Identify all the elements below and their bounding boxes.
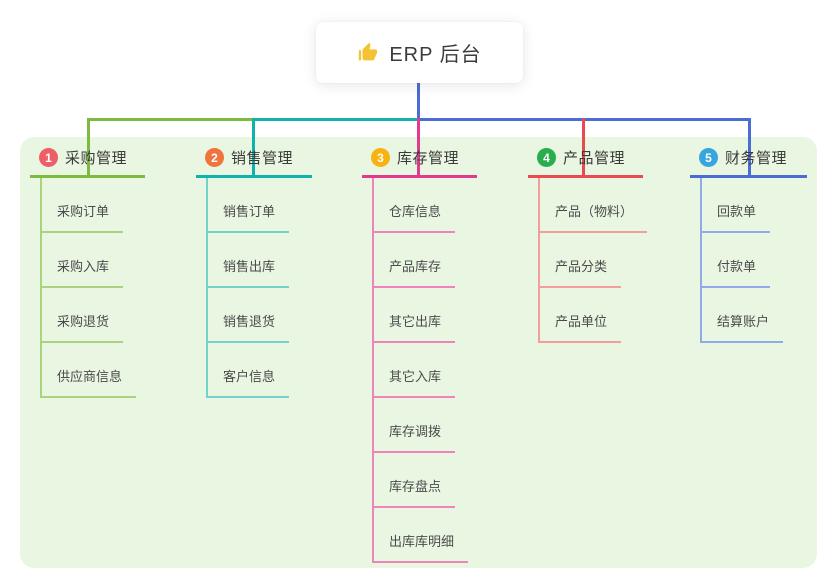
child-row: 采购退货	[30, 288, 145, 343]
branch-title: 产品管理	[563, 150, 626, 167]
child-row: 其它入库	[362, 343, 477, 398]
mindmap-child-node[interactable]: 产品库存	[372, 256, 456, 288]
branch-header-purchase[interactable]: 1 采购管理	[30, 140, 145, 178]
mindmap-child-node[interactable]: 销售退货	[206, 311, 290, 343]
child-row: 结算账户	[690, 288, 807, 343]
branch-title: 库存管理	[397, 150, 460, 167]
child-row: 库存调拨	[362, 398, 477, 453]
mindmap-child-node[interactable]: 销售出库	[206, 256, 290, 288]
branch-spine	[40, 178, 42, 398]
root-node-label: ERP 后台	[389, 44, 482, 66]
mindmap-child-node[interactable]: 库存调拨	[372, 421, 456, 453]
branch-children: 采购订单 采购入库 采购退货 供应商信息	[30, 178, 145, 398]
child-row: 回款单	[690, 178, 807, 233]
mindmap-child-node[interactable]: 库存盘点	[372, 476, 456, 508]
mindmap-child-node[interactable]: 销售订单	[206, 201, 290, 233]
root-connector-line	[417, 83, 420, 121]
mindmap-child-node[interactable]: 供应商信息	[40, 366, 137, 398]
child-row: 仓库信息	[362, 178, 477, 233]
child-row: 采购订单	[30, 178, 145, 233]
branch-header-sales[interactable]: 2 销售管理	[196, 140, 312, 178]
child-row: 客户信息	[196, 343, 312, 398]
badge-5: 5	[699, 148, 718, 167]
branch-inventory: 3 库存管理 仓库信息 产品库存 其它出库 其它入库 库存调拨 库存盘点 出库库…	[362, 140, 477, 563]
child-row: 产品分类	[528, 233, 643, 288]
branch-children: 仓库信息 产品库存 其它出库 其它入库 库存调拨 库存盘点 出库库明细	[362, 178, 477, 563]
branch-spine	[206, 178, 208, 398]
mindmap-child-node[interactable]: 其它出库	[372, 311, 456, 343]
child-row: 销售出库	[196, 233, 312, 288]
branches-panel	[20, 137, 817, 568]
child-row: 产品库存	[362, 233, 477, 288]
mindmap-child-node[interactable]: 其它入库	[372, 366, 456, 398]
thumbs-up-icon	[359, 42, 378, 60]
mindmap-child-node[interactable]: 出库库明细	[372, 531, 469, 563]
child-row: 采购入库	[30, 233, 145, 288]
drop-line-finance	[748, 118, 751, 178]
child-row: 销售退货	[196, 288, 312, 343]
mindmap-child-node[interactable]: 仓库信息	[372, 201, 456, 233]
branch-spine	[372, 178, 374, 563]
branch-spine	[538, 178, 540, 343]
drop-line-product	[582, 118, 585, 178]
branch-children: 产品（物料） 产品分类 产品单位	[528, 178, 648, 343]
child-row: 销售订单	[196, 178, 312, 233]
bus-segment-teal	[253, 118, 418, 121]
badge-2: 2	[205, 148, 224, 167]
mindmap-child-node[interactable]: 产品（物料）	[538, 201, 648, 233]
branch-product: 4 产品管理 产品（物料） 产品分类 产品单位	[528, 140, 648, 343]
branch-spine	[700, 178, 702, 343]
mindmap-child-node[interactable]: 产品单位	[538, 311, 622, 343]
mindmap-child-node[interactable]: 采购订单	[40, 201, 124, 233]
badge-4: 4	[537, 148, 556, 167]
branch-finance: 5 财务管理 回款单 付款单 结算账户	[690, 140, 807, 343]
child-row: 付款单	[690, 233, 807, 288]
mindmap-child-node[interactable]: 付款单	[700, 256, 771, 288]
root-node[interactable]: ERP 后台	[316, 22, 523, 83]
child-row: 供应商信息	[30, 343, 145, 398]
bus-segment-green	[87, 118, 253, 121]
mindmap-child-node[interactable]: 产品分类	[538, 256, 622, 288]
child-row: 产品单位	[528, 288, 643, 343]
child-row: 产品（物料）	[528, 178, 648, 233]
mindmap-child-node[interactable]: 客户信息	[206, 366, 290, 398]
child-row: 其它出库	[362, 288, 477, 343]
branch-header-inventory[interactable]: 3 库存管理	[362, 140, 477, 178]
branch-children: 回款单 付款单 结算账户	[690, 178, 807, 343]
mindmap-child-node[interactable]: 采购退货	[40, 311, 124, 343]
mindmap-child-node[interactable]: 结算账户	[700, 311, 784, 343]
badge-1: 1	[39, 148, 58, 167]
badge-3: 3	[371, 148, 390, 167]
branch-title: 销售管理	[231, 150, 294, 167]
drop-line-inventory	[417, 118, 420, 178]
child-row: 库存盘点	[362, 453, 477, 508]
branch-purchase: 1 采购管理 采购订单 采购入库 采购退货 供应商信息	[30, 140, 145, 398]
mindmap-child-node[interactable]: 采购入库	[40, 256, 124, 288]
branch-header-product[interactable]: 4 产品管理	[528, 140, 643, 178]
drop-line-sales	[252, 118, 255, 178]
branch-children: 销售订单 销售出库 销售退货 客户信息	[196, 178, 312, 398]
branch-title: 财务管理	[725, 150, 788, 167]
branch-header-finance[interactable]: 5 财务管理	[690, 140, 807, 178]
mindmap-child-node[interactable]: 回款单	[700, 201, 771, 233]
branch-title: 采购管理	[65, 150, 128, 167]
child-row: 出库库明细	[362, 508, 477, 563]
drop-line-purchase	[87, 118, 90, 178]
branch-sales: 2 销售管理 销售订单 销售出库 销售退货 客户信息	[196, 140, 312, 398]
